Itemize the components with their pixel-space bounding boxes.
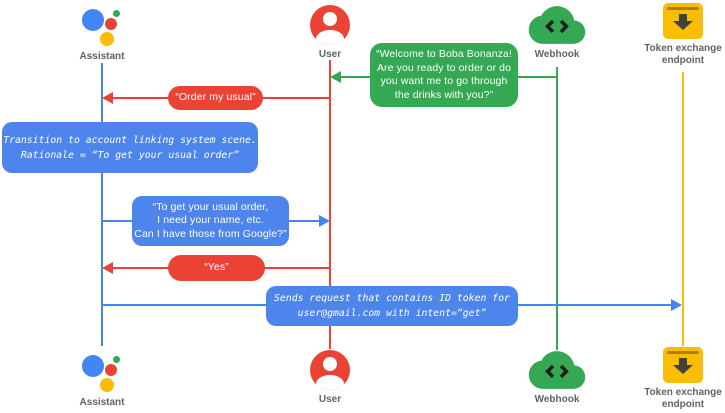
yes-arrowhead-icon (102, 262, 113, 274)
user-avatar-icon (310, 350, 350, 390)
actor-user-bottom: User (286, 350, 374, 406)
order-usual-arrowhead-icon (102, 92, 113, 104)
webhook-cloud-icon (528, 6, 586, 44)
welcome-line: “Welcome to Boba Bonanza! (376, 48, 512, 60)
user-head-shape (323, 357, 337, 371)
download-arrow-icon (679, 14, 687, 22)
inbox-slot-shape (667, 7, 699, 10)
ask-name-line: I need your name, etc. (157, 214, 264, 227)
assistant-logo-icon (80, 3, 124, 47)
welcome-line: Are you ready to order or do (376, 61, 512, 74)
user-body-shape (316, 375, 344, 390)
send-token-arrowhead-icon (671, 299, 682, 311)
ask-name-line: “To get your usual order, (152, 200, 269, 213)
assistant-yellow-dot (100, 378, 114, 392)
actor-token-endpoint-bottom: Token exchange endpoint (640, 347, 725, 410)
code-bracket-right-icon (559, 19, 569, 34)
assistant-label: Assistant (79, 397, 125, 408)
user-label: User (318, 394, 342, 405)
actor-user-top: User (286, 5, 374, 61)
token-endpoint-label: Token exchange endpoint (644, 387, 722, 410)
download-arrow-icon (679, 358, 687, 366)
assistant-label: Assistant (79, 51, 125, 62)
code-bracket-left-icon (545, 364, 555, 379)
actor-webhook-top: Webhook (513, 5, 601, 61)
assistant-yellow-dot (100, 32, 114, 46)
actor-webhook-bottom: Webhook (513, 350, 601, 406)
user-label: User (318, 49, 342, 60)
yes-bubble: “Yes” (168, 255, 265, 281)
welcome-line: you want me to go through (380, 75, 508, 87)
assistant-blue-dot (82, 9, 104, 31)
send-request-line: user@gmail.com with intent=“get” (297, 308, 487, 319)
assistant-logo-icon (80, 349, 124, 393)
user-head-shape (323, 12, 337, 26)
assistant-blue-dot (82, 355, 104, 377)
assistant-green-dot (113, 356, 120, 363)
webhook-label: Webhook (534, 49, 580, 60)
ask-name-arrowhead-icon (319, 215, 330, 227)
lifeline-assistant (101, 63, 103, 346)
download-arrow-tip-icon (673, 365, 693, 374)
token-endpoint-icon (663, 347, 703, 383)
actor-assistant-bottom: Assistant (58, 349, 146, 409)
yes-text: “Yes” (204, 261, 229, 274)
assistant-red-dot (105, 364, 117, 376)
ask-name-line: Can I have those from Google?” (134, 227, 287, 240)
token-endpoint-icon (663, 3, 703, 39)
token-endpoint-label: Token exchange endpoint (644, 43, 722, 66)
order-usual-bubble: “Order my usual” (168, 86, 263, 110)
code-bracket-right-icon (559, 364, 569, 379)
welcome-arrowhead-icon (330, 71, 341, 83)
webhook-cloud-icon (528, 351, 586, 389)
actor-token-endpoint-top: Token exchange endpoint (640, 3, 725, 66)
send-request-note: Sends request that contains ID token for… (266, 286, 518, 326)
transition-note-line: Rationale = “To get your usual order” (20, 149, 240, 161)
code-bracket-left-icon (545, 19, 555, 34)
token-endpoint-label-line1: Token exchange (644, 43, 722, 54)
actor-assistant-top: Assistant (58, 3, 146, 63)
lifeline-token-endpoint (682, 72, 684, 346)
lifeline-webhook (556, 67, 558, 350)
token-endpoint-label-line2: endpoint (661, 398, 705, 410)
transition-note-line: Transition to account linking system sce… (3, 134, 257, 146)
assistant-green-dot (113, 10, 120, 17)
download-arrow-tip-icon (673, 21, 693, 30)
welcome-bubble: “Welcome to Boba Bonanza! Are you ready … (370, 43, 518, 107)
webhook-label: Webhook (534, 394, 580, 405)
token-endpoint-label-line2: endpoint (661, 54, 705, 66)
order-usual-text: “Order my usual” (175, 91, 256, 104)
send-request-line: Sends request that contains ID token for (274, 293, 510, 304)
welcome-line: the drinks with you?” (394, 88, 494, 101)
ask-name-bubble: “To get your usual order, I need your na… (132, 196, 289, 246)
transition-note: Transition to account linking system sce… (2, 122, 258, 173)
user-body-shape (316, 30, 344, 45)
user-avatar-icon (310, 5, 350, 45)
lifeline-user (329, 60, 331, 349)
token-endpoint-label-line1: Token exchange (644, 387, 722, 398)
inbox-slot-shape (667, 351, 699, 354)
assistant-red-dot (105, 18, 117, 30)
